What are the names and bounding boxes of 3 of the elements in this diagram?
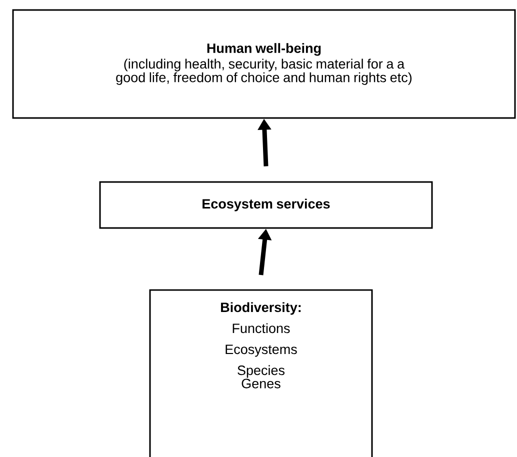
outcome-box: Human well-being (including health, security, basic material for a a good life, freedom of choice and human rights etc) — [12, 9, 516, 119]
source-box: Biodiversity: Functions Ecosystems Species Genes — [149, 289, 373, 457]
service-box: Ecosystem services — [99, 181, 433, 229]
